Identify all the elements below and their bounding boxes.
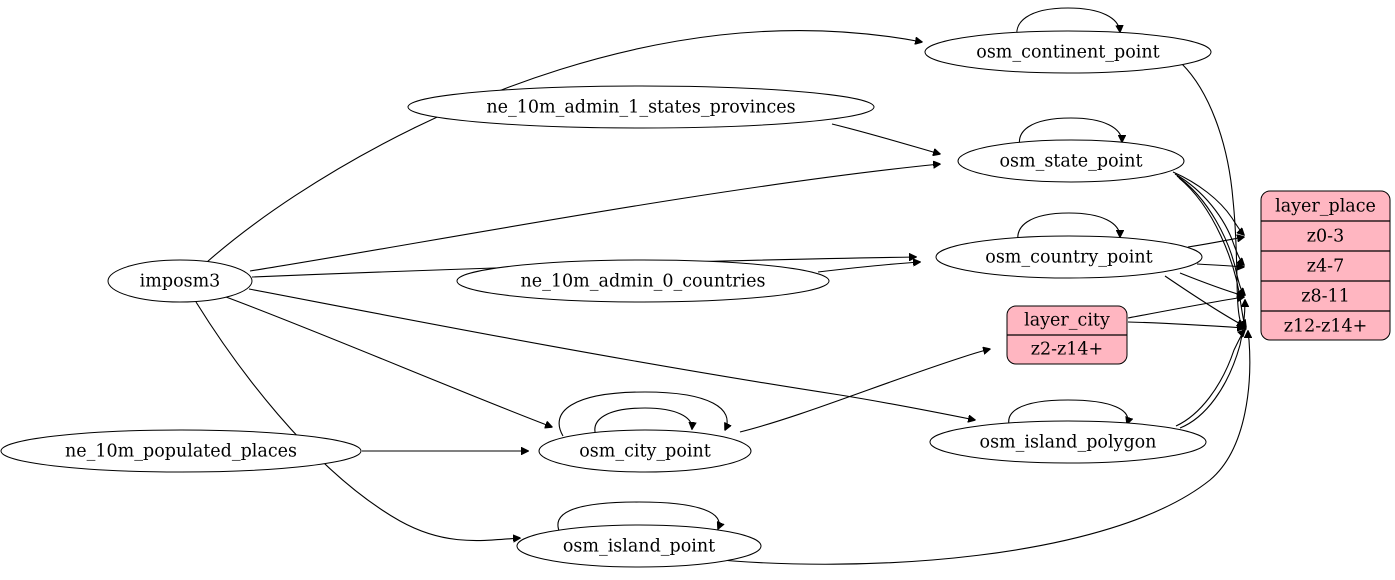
selfloop-osm_island_point (557, 501, 719, 534)
edge-imposm3-to-osm_state_point (249, 164, 940, 272)
node-label-ne_10m_admin_0_countries: ne_10m_admin_0_countries (521, 272, 766, 292)
edge-osm_country_point-to-layer_place-z0-3 (1187, 237, 1244, 248)
edge-osm_country_point-to-layer_place-z4-7 (1196, 264, 1244, 267)
selfloop-osm_continent_point (1016, 7, 1120, 41)
node-ne_10m_admin_1_states_provinces[interactable]: ne_10m_admin_1_states_provinces (407, 85, 875, 129)
edge-osm_state_point-to-layer_place-z4-7 (1174, 173, 1244, 265)
record-row-layer_place-z0-3[interactable]: z0-3 (1307, 227, 1344, 247)
edge-imposm3-to-osm_continent_point (206, 30, 922, 263)
node-label-osm_state_point: osm_state_point (999, 152, 1142, 172)
node-label-ne_10m_admin_1_states_provinces: ne_10m_admin_1_states_provinces (486, 98, 795, 118)
record-row-layer_place-z12-z14[interactable]: z12-z14+ (1284, 317, 1368, 337)
edge-osm_continent_point-to-layer_place-z12 (1181, 63, 1246, 329)
node-osm_continent_point[interactable]: osm_continent_point (924, 30, 1212, 74)
node-label-osm_island_polygon: osm_island_polygon (980, 433, 1157, 453)
node-imposm3[interactable]: imposm3 (107, 259, 253, 303)
node-label-osm_city_point: osm_city_point (579, 442, 711, 462)
edge-imposm3-to-osm_island_point (195, 301, 520, 541)
edge-osm_island_polygon-to-layer_place-z8-11 (1179, 300, 1245, 429)
record-row-layer_place-z4-7[interactable]: z4-7 (1307, 257, 1344, 277)
edge-osm_country_point-to-layer_place-z12-z14 (1164, 275, 1244, 326)
node-osm_city_point[interactable]: osm_city_point (538, 429, 752, 473)
record-header-layer_city: layer_city (1024, 311, 1110, 331)
selfloop-osm_state_point (1019, 117, 1122, 151)
node-osm_island_polygon[interactable]: osm_island_polygon (929, 420, 1207, 464)
node-osm_state_point[interactable]: osm_state_point (957, 139, 1185, 183)
record-row-layer_city-z2-z14[interactable]: z2-z14+ (1031, 340, 1103, 360)
edge-imposm3-to-osm_island_polygon (248, 288, 975, 420)
edge-osm_city_point-to-layer_city (739, 349, 990, 433)
node-layer: imposm3 ne_10m_admin_1_states_provinces … (0, 30, 1212, 568)
edge-osm_state_point-to-layer_place-z0-3 (1172, 171, 1244, 235)
edge-ne_10m_admin_0_countries-to-osm_country_point (817, 262, 920, 273)
node-osm_country_point[interactable]: osm_country_point (935, 235, 1203, 279)
record-node-layer_city[interactable]: layer_city z2-z14+ (1006, 305, 1128, 365)
node-label-osm_country_point: osm_country_point (985, 248, 1152, 268)
edge-osm_island_point-to-layer_place-z12-z14 (699, 331, 1250, 565)
selfloop-osm_city_point-inner (594, 407, 692, 437)
node-ne_10m_admin_0_countries[interactable]: ne_10m_admin_0_countries (456, 259, 830, 303)
record-header-layer_place: layer_place (1275, 197, 1376, 217)
record-row-layer_place-z8-11[interactable]: z8-11 (1301, 287, 1350, 307)
edge-layer_city-to-layer_place-z12-z14 (1127, 321, 1244, 328)
node-label-ne_10m_populated_places: ne_10m_populated_places (65, 442, 297, 462)
edge-imposm3-to-osm_city_point (225, 296, 552, 427)
node-label-imposm3: imposm3 (140, 272, 221, 292)
edge-layer (195, 7, 1250, 565)
node-ne_10m_populated_places[interactable]: ne_10m_populated_places (0, 429, 362, 473)
edge-osm_state_point-to-layer_place-z8-11 (1176, 175, 1245, 295)
node-osm_island_point[interactable]: osm_island_point (516, 524, 762, 568)
edge-osm_island_polygon-to-layer_place-z12-z14 (1175, 330, 1245, 427)
selfloop-osm_country_point (1017, 212, 1120, 246)
edge-layer_city-to-layer_place-z8-11 (1127, 297, 1244, 319)
selfloop-osm_island_polygon (1008, 399, 1128, 431)
node-label-osm_island_point: osm_island_point (563, 537, 715, 557)
selfloop-osm_city_point-outer (558, 391, 727, 437)
record-node-layer: layer_place z0-3 z4-7 z8-11 z12-z14+ lay… (1006, 190, 1391, 365)
record-node-layer_place[interactable]: layer_place z0-3 z4-7 z8-11 z12-z14+ (1260, 190, 1391, 341)
node-label-osm_continent_point: osm_continent_point (976, 43, 1159, 63)
edge-ne_10m_admin_1_states_provinces-to-osm_state_point (831, 123, 940, 154)
